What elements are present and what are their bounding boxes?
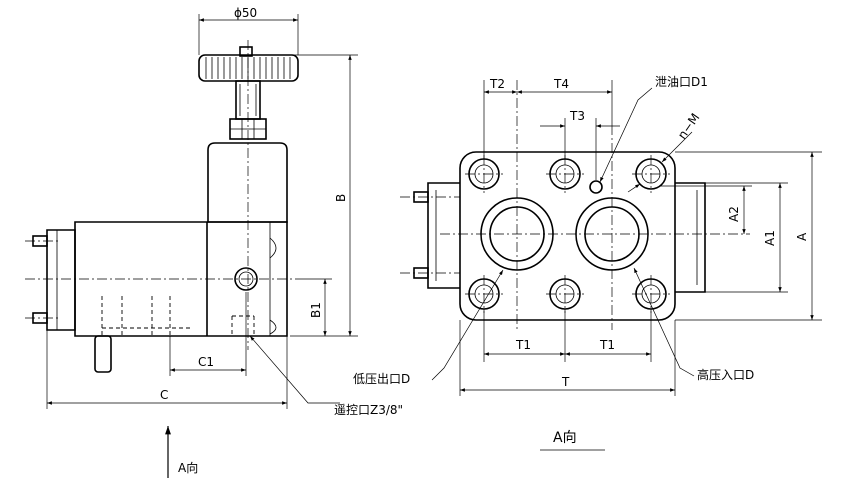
dim-n-M: n−M [675,111,703,142]
dim-C1: C1 [198,355,214,369]
side-port [234,267,258,291]
dim-B: B [334,194,348,202]
dim-T1-left: T1 [515,338,531,352]
dim-B1: B1 [309,302,323,318]
label-remote-port: 遥控口Z3/8" [334,403,403,417]
left-boss [427,182,460,289]
end-view: T2 T4 T3 泄油口D1 n−M A A1 A2 [353,75,822,451]
label-low-pressure-outlet: 低压出口D [353,372,410,386]
dim-T1-right: T1 [599,338,615,352]
side-view: ϕ50 B B1 C1 C 遥控口Z3/8" A向 [25,6,403,478]
dim-T2: T2 [489,77,505,91]
hidden-passages [101,296,255,336]
dim-T3: T3 [569,109,585,123]
mounting-plate [459,151,676,321]
main-ports [480,197,649,271]
dim-T: T [561,375,570,389]
dowel-pin [94,335,112,373]
upper-body [207,142,288,223]
dim-T4: T4 [553,77,569,91]
label-high-pressure-inlet: 高压入口D [697,367,754,382]
drain-port [589,180,603,194]
dim-A1: A1 [763,230,777,246]
label-view-arrow: A向 [178,460,198,475]
end-view-title: A向 [553,430,577,446]
label-drain-port: 泄油口D1 [655,75,708,89]
dim-phi50: ϕ50 [234,6,257,20]
handwheel [198,46,299,82]
dim-C: C [160,388,168,402]
right-boss [675,182,706,293]
dim-A2: A2 [727,206,741,222]
dim-A: A [795,232,809,241]
